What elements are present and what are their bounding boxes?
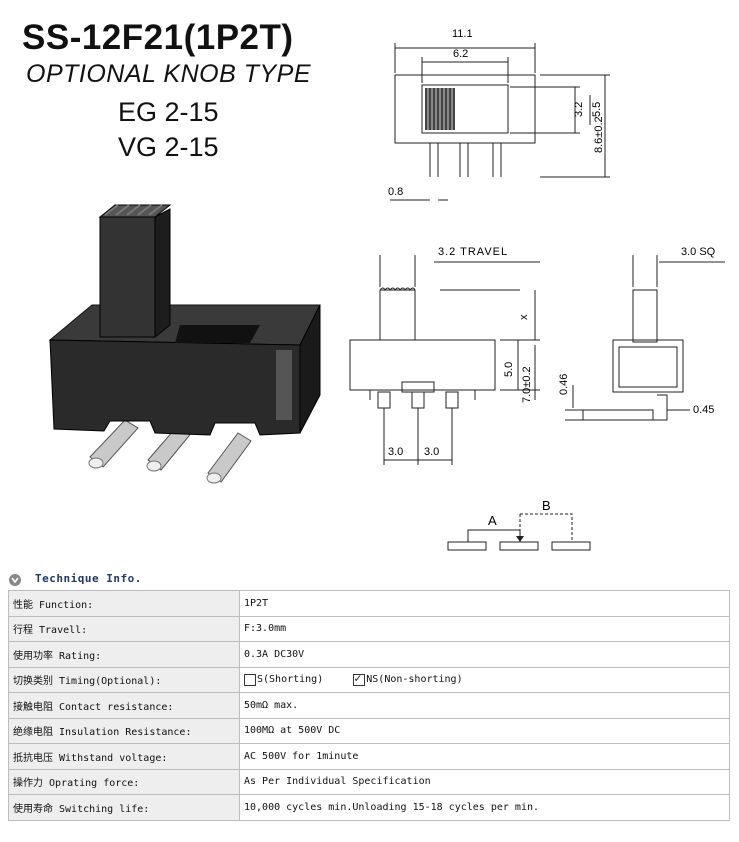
table-row: 使用寿命 Switching life: 10,000 cycles min.U… bbox=[8, 794, 730, 821]
side-view-drawing: 3.2 TRAVEL x 5.0 7.0±0.2 3.0 3.0 bbox=[349, 246, 540, 465]
row-value: 10,000 cycles min.Unloading 15-18 cycles… bbox=[239, 794, 730, 821]
row-label: 接触电阻 Contact resistance: bbox=[8, 692, 240, 719]
circuit-schematic: A B bbox=[447, 498, 591, 551]
model-vg: VG 2-15 bbox=[118, 132, 219, 162]
table-row: 行程 Travell: F:3.0mm bbox=[8, 615, 730, 642]
knob-sq: 3.0 SQ bbox=[681, 246, 716, 258]
row-label: 使用功率 Rating: bbox=[8, 641, 240, 668]
label-b: B bbox=[542, 498, 551, 513]
row-label: 绝缘电阻 Insulation Resistance: bbox=[8, 717, 240, 744]
non-shorting-label: NS(Non-shorting) bbox=[366, 674, 463, 686]
table-row: 使用功率 Rating: 0.3A DC30V bbox=[8, 641, 730, 668]
table-row: 性能 Function: 1P2T bbox=[8, 590, 730, 617]
dim-total: 8.6±0.2 bbox=[593, 116, 605, 153]
product-subtitle: OPTIONAL KNOB TYPE bbox=[26, 60, 312, 88]
dim-knob: 3.2 bbox=[573, 102, 585, 117]
label-a: A bbox=[488, 513, 497, 528]
row-label: 抵抗电压 Withstand voltage: bbox=[8, 743, 240, 770]
non-shorting-checkbox[interactable] bbox=[353, 671, 366, 686]
spec-table: 性能 Function: 1P2T 行程 Travell: F:3.0mm 使用… bbox=[8, 590, 730, 821]
table-row: 切换类别 Timing(Optional): S(Shorting) NS(No… bbox=[8, 666, 730, 693]
shorting-checkbox[interactable] bbox=[244, 673, 256, 686]
side-dim-total: 7.0±0.2 bbox=[521, 366, 533, 403]
dim-045: 0.45 bbox=[693, 404, 714, 416]
pitch-left: 3.0 bbox=[388, 446, 403, 458]
table-row: 绝缘电阻 Insulation Resistance: 100MΩ at 500… bbox=[8, 717, 730, 744]
model-eg: EG 2-15 bbox=[118, 97, 219, 127]
travel-label: 3.2 TRAVEL bbox=[438, 246, 508, 258]
row-label: 性能 Function: bbox=[8, 590, 240, 617]
shorting-label: S(Shorting) bbox=[257, 674, 324, 686]
row-value: 1P2T bbox=[239, 590, 730, 617]
top-view-drawing: 11.1 6.2 3.2 5.5 8.6±0.2 0.8 bbox=[388, 28, 610, 201]
dim-body: 5.5 bbox=[591, 102, 603, 117]
row-value: 0.3A DC30V bbox=[239, 641, 730, 668]
row-label: 操作力 Oprating force: bbox=[8, 768, 240, 795]
dim-pin: 0.8 bbox=[388, 186, 403, 198]
row-label: 行程 Travell: bbox=[8, 615, 240, 642]
info-title: Technique Info. bbox=[35, 572, 142, 585]
row-value: F:3.0mm bbox=[239, 615, 730, 642]
row-value: 100MΩ at 500V DC bbox=[239, 717, 730, 744]
dim-slot: 6.2 bbox=[453, 48, 468, 60]
row-label: 使用寿命 Switching life: bbox=[8, 794, 240, 821]
row-label: 切换类别 Timing(Optional): bbox=[8, 666, 240, 693]
side-dim-body: 5.0 bbox=[503, 362, 515, 377]
timing-options: S(Shorting) NS(Non-shorting) bbox=[239, 666, 730, 693]
end-view-drawing: 0.46 0.45 3.0 SQ bbox=[558, 246, 725, 421]
dim-046: 0.46 bbox=[558, 374, 570, 395]
row-value: 50mΩ max. bbox=[239, 692, 730, 719]
table-row: 抵抗电压 Withstand voltage: AC 500V for 1min… bbox=[8, 743, 730, 770]
dim-width: 11.1 bbox=[452, 28, 473, 40]
product-title: SS-12F21(1P2T) bbox=[22, 18, 294, 57]
table-row: 接触电阻 Contact resistance: 50mΩ max. bbox=[8, 692, 730, 719]
row-value: As Per Individual Specification bbox=[239, 768, 730, 795]
info-toggle-icon[interactable] bbox=[8, 573, 22, 587]
dim-x: x bbox=[518, 314, 530, 320]
row-value: AC 500V for 1minute bbox=[239, 743, 730, 770]
table-row: 操作力 Oprating force: As Per Individual Sp… bbox=[8, 768, 730, 795]
switch-product-image bbox=[48, 204, 321, 484]
pitch-right: 3.0 bbox=[424, 446, 439, 458]
